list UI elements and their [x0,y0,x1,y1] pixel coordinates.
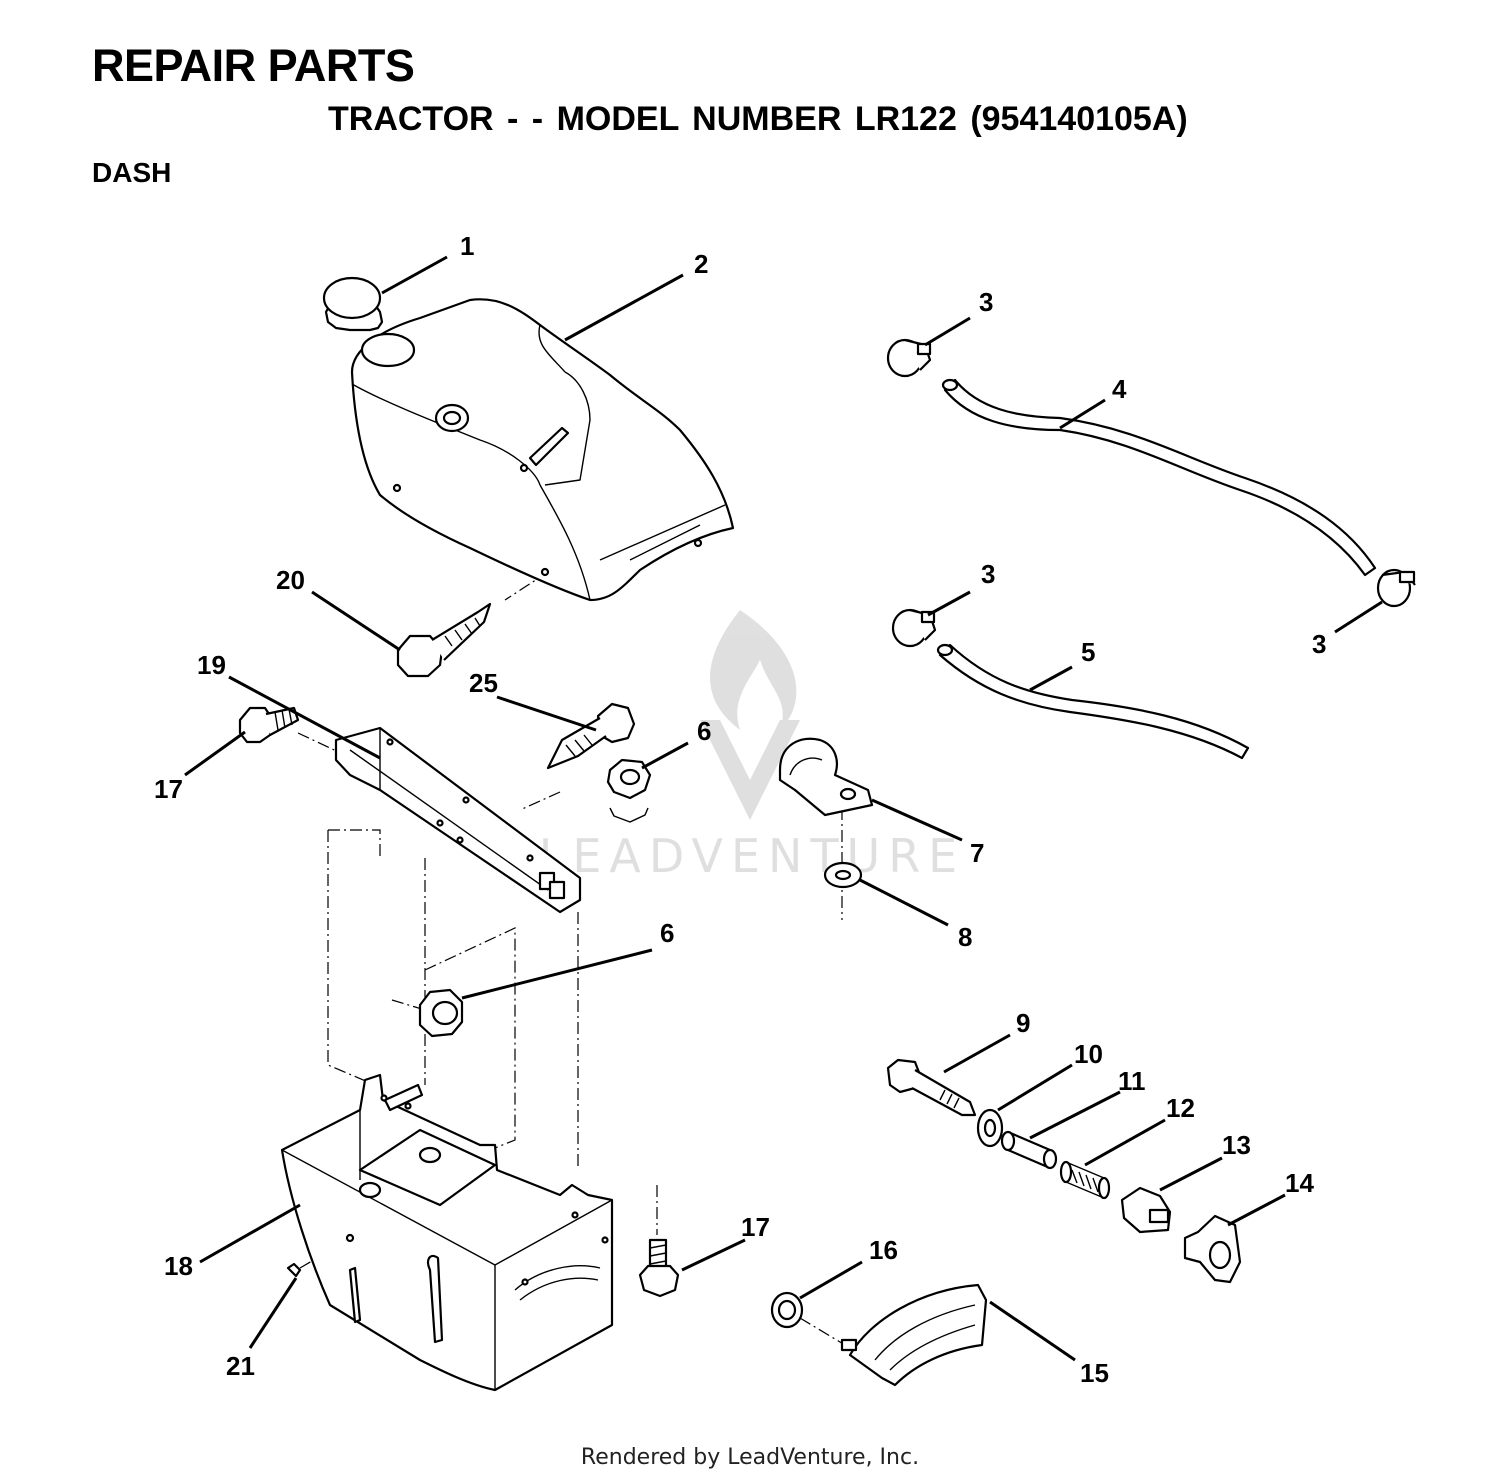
spring-12 [1059,1160,1111,1200]
washer-10 [976,1108,1004,1148]
flange-nut [770,1291,804,1329]
spacer-11 [1000,1130,1058,1170]
fuel-cap [322,276,384,332]
dash-panel [280,1073,614,1392]
fuel-tank [350,298,735,602]
washer-8 [823,861,863,889]
bolt-25 [546,702,636,770]
parts-diagram: LEADVENTURE [154,231,1416,1392]
render-credit: Rendered by LeadVenture, Inc. [580,1445,920,1470]
leader-lines [184,255,1383,1362]
bracket-14 [1183,1214,1242,1284]
dash-bracket [334,726,582,914]
callout-5: 5 [1081,637,1095,667]
callout-3-right: 3 [1312,629,1326,659]
callout-11: 11 [1118,1066,1146,1096]
shoulder-bolt-upper [238,706,300,744]
callout-6-upper: 6 [697,716,711,746]
callout-2: 2 [694,249,708,279]
fuel-hose-short [936,643,1250,760]
callout-25: 25 [469,668,498,698]
callout-8: 8 [958,922,972,952]
hex-nut-upper [606,758,652,823]
callout-6-lower: 6 [660,918,674,948]
slide-block-13 [1120,1186,1172,1234]
callout-3-middle: 3 [981,559,995,589]
page-title: REPAIR PARTS [92,40,415,91]
hose-clamp-right [1376,568,1416,608]
callout-17-upper: 17 [154,774,183,804]
callout-12: 12 [1166,1093,1195,1123]
callout-7: 7 [970,838,984,868]
callout-17-lower: 17 [741,1212,770,1242]
bolt-9 [886,1058,977,1117]
callout-9: 9 [1016,1008,1030,1038]
leadventure-watermark: LEADVENTURE [539,610,966,883]
callout-20: 20 [276,565,305,595]
tank-screw [396,602,492,678]
fuel-hose-long [941,378,1377,577]
callout-16: 16 [869,1235,898,1265]
callout-4: 4 [1112,374,1127,404]
callout-labels: 1 2 3 4 3 3 5 20 19 25 17 6 7 8 6 9 10 1… [154,231,1326,1388]
shoulder-bolt-lower [638,1238,680,1298]
callout-19: 19 [197,650,226,680]
callout-1: 1 [460,231,474,261]
watermark-text: LEADVENTURE [539,829,966,883]
hose-clamp-upper [886,338,932,378]
clip-21 [286,1262,302,1278]
callout-14: 14 [1285,1168,1314,1198]
callout-13: 13 [1222,1130,1251,1160]
callout-21: 21 [226,1351,255,1381]
hose-clamp-middle [891,608,937,648]
callout-3-upper: 3 [979,287,993,317]
hex-nut-lower [418,988,464,1038]
callout-15: 15 [1080,1358,1109,1388]
section-label: DASH [92,157,172,188]
hose-clip [778,737,874,817]
callout-10: 10 [1074,1039,1103,1069]
throttle-quadrant [840,1283,988,1387]
model-subtitle: TRACTOR - - MODEL NUMBER LR122 (95414010… [328,100,1188,138]
callout-18: 18 [164,1251,193,1281]
